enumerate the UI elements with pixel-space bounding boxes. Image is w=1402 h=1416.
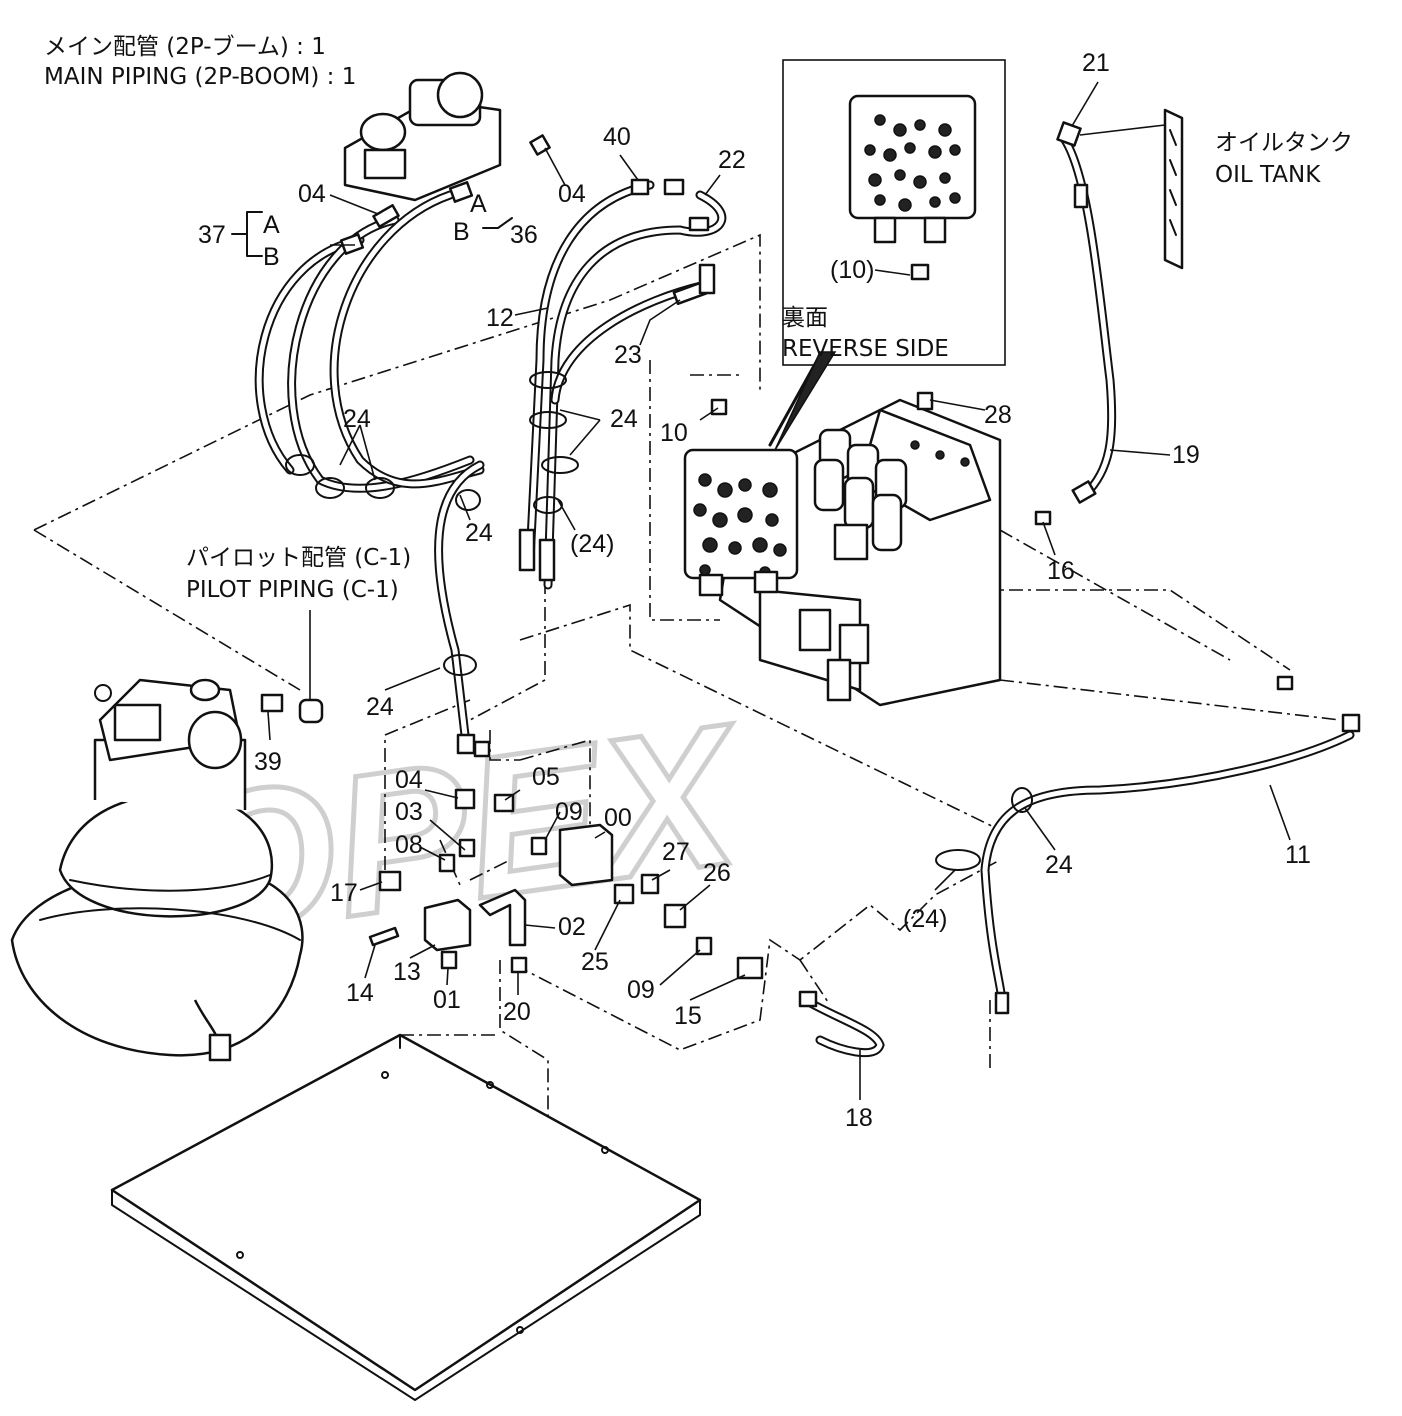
titles: メイン配管 (2P-ブーム) : 1 MAIN PIPING (2P-BOOM)… <box>44 34 1353 603</box>
part-label: (24) <box>570 530 614 558</box>
part-label: 13 <box>393 958 421 986</box>
part-label: 12 <box>486 304 514 332</box>
leader-lines <box>231 81 1291 1100</box>
part-label: A <box>263 211 280 239</box>
part-label: A <box>470 190 487 218</box>
part-label: 04 <box>298 180 326 208</box>
cover-plate <box>110 1033 702 1401</box>
reverse-side-inset <box>768 59 1006 451</box>
part-label: 09 <box>555 798 583 826</box>
part-label: 23 <box>614 341 642 369</box>
part-label: 17 <box>330 879 358 907</box>
title-main-jp: メイン配管 (2P-ブーム) : 1 <box>44 34 326 60</box>
part-label: 24 <box>1045 851 1073 879</box>
part-label: 00 <box>604 804 632 832</box>
upper-valve <box>343 71 551 202</box>
part-label: 27 <box>662 838 690 866</box>
part-label: 14 <box>346 979 374 1007</box>
part-label: 25 <box>581 948 609 976</box>
fittings <box>260 121 1361 1015</box>
part-label: (10) <box>830 256 874 284</box>
part-label: 10 <box>660 419 688 447</box>
title-main-en: MAIN PIPING (2P-BOOM) : 1 <box>44 64 356 90</box>
part-label: 16 <box>1047 557 1075 585</box>
control-valve <box>683 391 1002 707</box>
part-label: 09 <box>627 976 655 1004</box>
part-label: 20 <box>503 998 531 1026</box>
part-label: 24 <box>343 405 371 433</box>
clamps <box>285 371 1033 871</box>
part-label: 03 <box>395 798 423 826</box>
part-label: 36 <box>510 221 538 249</box>
oil-tank <box>1163 108 1184 270</box>
part-label: 15 <box>674 1002 702 1030</box>
part-label: 02 <box>558 913 586 941</box>
part-label: 24 <box>610 405 638 433</box>
part-label: 18 <box>845 1104 873 1132</box>
title-reverse-en: REVERSE SIDE <box>782 336 949 362</box>
part-label: 24 <box>366 693 394 721</box>
title-tank-en: OIL TANK <box>1215 162 1321 188</box>
part-label: 08 <box>395 831 423 859</box>
swing-motor <box>10 678 304 1062</box>
part-label: 39 <box>254 748 282 776</box>
title-tank-jp: オイルタンク <box>1215 130 1353 156</box>
title-reverse-jp: 裏面 <box>782 305 828 331</box>
part-numbers: 04 04 04 A B 37 A B 36 40 22 12 23 24 24… <box>198 49 1311 1132</box>
part-label: 01 <box>433 986 461 1014</box>
part-label: 40 <box>603 123 631 151</box>
part-label: 04 <box>558 180 586 208</box>
part-label: 37 <box>198 221 226 249</box>
part-label: 11 <box>1285 841 1311 869</box>
reverse-pointer-arrow <box>774 351 837 451</box>
part-label: B <box>263 243 280 271</box>
phantom-lines <box>33 233 1341 1200</box>
part-label: (24) <box>903 905 947 933</box>
part-label: 19 <box>1172 441 1200 469</box>
part-label: 24 <box>465 519 493 547</box>
part-label: 21 <box>1082 49 1110 77</box>
title-pilot-en: PILOT PIPING (C-1) <box>186 577 399 603</box>
part-label: 22 <box>718 146 746 174</box>
part-label: B <box>453 218 470 246</box>
title-pilot-jp: パイロット配管 (C-1) <box>186 545 411 571</box>
part-label: 04 <box>395 766 423 794</box>
part-label: 05 <box>532 763 560 791</box>
part-label: 26 <box>703 859 731 887</box>
part-label: 28 <box>984 401 1012 429</box>
